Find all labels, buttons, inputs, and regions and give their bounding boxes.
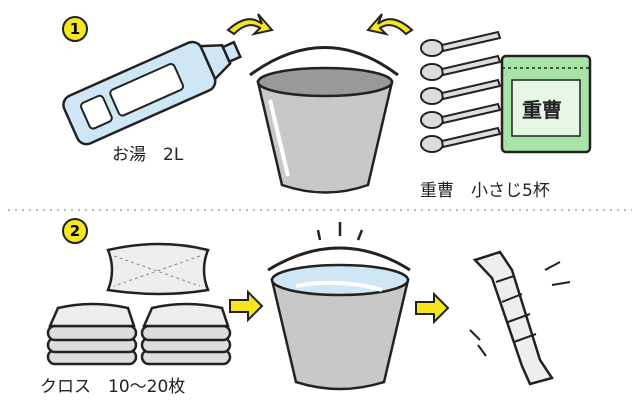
step-1-badge: 1 — [62, 16, 88, 42]
baking-soda-amount-label: 重曹 小さじ5杯 — [420, 181, 550, 201]
step-2-badge: 2 — [62, 218, 88, 244]
spoon-icon — [420, 54, 502, 81]
arrow-icon — [366, 13, 414, 36]
baking-soda-package-icon — [500, 54, 592, 154]
arrow-icon — [415, 291, 450, 325]
spoon-icon — [420, 78, 502, 105]
spoon-icon — [420, 126, 502, 153]
cloth-amount-label: クロス 10〜20枚 — [40, 377, 186, 397]
measuring-spoons — [420, 30, 502, 153]
package-label: 重曹 — [522, 98, 562, 122]
cloth-icon — [106, 242, 210, 296]
arrow-icon — [229, 289, 264, 323]
bucket-icon — [249, 46, 399, 194]
bucket-with-water-icon — [267, 222, 411, 391]
cloth-stack-icon — [140, 302, 232, 366]
spoon-icon — [420, 102, 502, 129]
water-bottle-icon — [62, 40, 242, 146]
water-amount-label: お湯 2L — [112, 145, 184, 165]
spoon-icon — [420, 30, 502, 57]
cloth-stack-icon — [46, 302, 138, 366]
arrow-icon — [226, 13, 274, 36]
wrung-cloth-icon — [469, 250, 571, 386]
